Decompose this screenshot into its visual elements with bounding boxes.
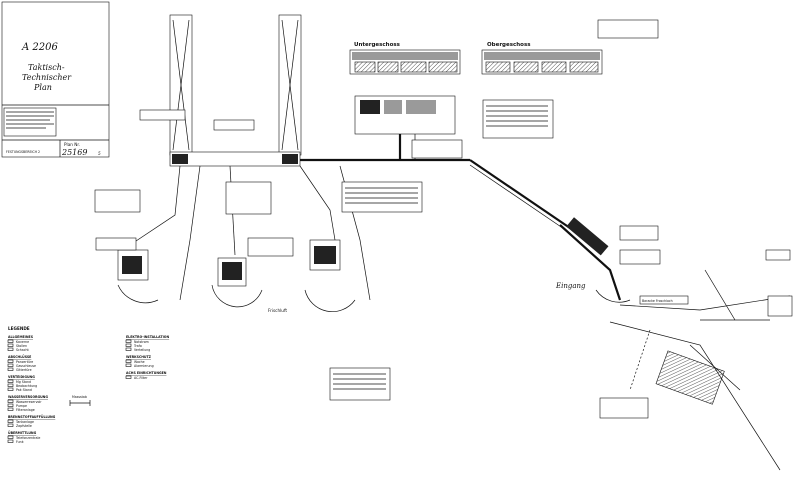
- legend-symbol: [7, 407, 14, 411]
- legend-symbol: [7, 367, 14, 371]
- legend-section-title: ACHS EINRICHTUNGEN: [126, 371, 167, 375]
- legend-symbol: [125, 343, 132, 347]
- legend-section-title: WERKSCHUTZ: [126, 355, 152, 359]
- plan-sheet: 5: [98, 151, 101, 156]
- legend-symbol: [125, 359, 132, 363]
- legend-symbol: [7, 379, 14, 383]
- legend-item: Schacht: [16, 348, 30, 352]
- legend-section-title: ALLGEMEINES: [8, 335, 34, 339]
- lower-floor-plan: Untergeschoss: [349, 42, 461, 135]
- legend-symbol: [7, 419, 14, 423]
- legend-symbol: [7, 339, 14, 343]
- legend-item: Panzertüre: [16, 360, 33, 364]
- legend-symbol: [125, 347, 132, 351]
- site-roads: [599, 249, 793, 471]
- legend-section-title: WASSERVERSORGUNG: [8, 395, 48, 399]
- main-gallery: [169, 96, 571, 234]
- plan-title-line3: Plan: [33, 83, 52, 92]
- legend-symbol: [7, 387, 14, 391]
- legend-item: Wasserreservoir: [16, 400, 42, 404]
- title-block-notes: [6, 111, 54, 129]
- entrance-label: Eingang: [555, 282, 586, 290]
- barracks-label: Baracke Froschloch: [642, 299, 673, 303]
- legend-section-title: ABSCHLÜSSE: [8, 354, 31, 359]
- legend-heading: LEGENDE: [8, 326, 30, 331]
- legend-item: Wache: [134, 360, 145, 364]
- legend-symbol: [7, 403, 14, 407]
- legend-symbol: [7, 399, 14, 403]
- bunker-emplacements: Frischluft: [117, 239, 356, 313]
- plan-no-label: Plan Nr.: [64, 142, 80, 147]
- plan-title-line1: Taktisch-: [28, 63, 65, 72]
- legend-item: Zapfstelle: [16, 424, 32, 428]
- title-block: A 2206 Taktisch- Technischer Plan Plan N…: [1, 1, 110, 158]
- legend-item: Stollen: [16, 344, 27, 348]
- legend-symbol: [7, 383, 14, 387]
- legend-column-1: ALLGEMEINESKaverneStollenSchachtABSCHLÜS…: [7, 335, 56, 444]
- legend-item: Alarmierung: [134, 364, 154, 368]
- legend-symbol: [7, 363, 14, 367]
- vertical-shafts: [169, 14, 302, 156]
- legend-item: Filteranlage: [16, 408, 35, 412]
- bunker-center: [211, 257, 263, 308]
- classification-label: FESTUNGSBEREICH 2: [6, 150, 40, 154]
- legend-item: Tankanlage: [15, 420, 34, 424]
- legend-item: AC-Filter: [134, 376, 148, 380]
- legend-item: Notstrom: [134, 340, 149, 344]
- legend-item: Funk: [16, 440, 24, 444]
- legend-symbol: [7, 347, 14, 351]
- bunker-west: [117, 249, 159, 304]
- legend-symbol: [7, 439, 14, 443]
- legend-item: Mg Stand: [16, 380, 31, 384]
- info-callouts: [94, 19, 659, 401]
- legend-section-title: VERTEIDIGUNG: [8, 375, 35, 379]
- legend-symbol: [7, 343, 14, 347]
- plan-code: A 2206: [21, 42, 58, 53]
- legend-item: Gittertüre: [16, 368, 32, 372]
- legend-item: Kaverne: [16, 340, 29, 344]
- airshaft-label: Frischluft: [268, 308, 287, 313]
- legend-section-title: ELEKTRO-INSTALLATION: [126, 335, 169, 339]
- legend-symbol: [125, 375, 132, 379]
- legend-item: Trafo: [133, 344, 142, 348]
- legend: LEGENDE ALLGEMEINESKaverneStollenSchacht…: [7, 326, 169, 444]
- bunker-east: [304, 239, 356, 312]
- legend-item: Verteilung: [134, 348, 150, 352]
- plan-number: 25169: [61, 148, 87, 157]
- legend-section-title: BRENNSTOFFAUFFÜLLUNG: [8, 414, 56, 419]
- entrance-area: Eingang Baracke Froschloch: [555, 217, 689, 305]
- legend-item: Telefonzentrale: [15, 436, 40, 440]
- upper-floor-plan: Obergeschoss: [481, 42, 603, 75]
- callout-text-lines: [333, 105, 548, 390]
- legend-symbol: [125, 363, 132, 367]
- legend-item: Beobachtung: [16, 384, 37, 388]
- legend-item: Pumpe: [16, 404, 27, 408]
- lower-floor-title: Untergeschoss: [354, 42, 401, 48]
- upper-floor-title: Obergeschoss: [487, 42, 531, 48]
- legend-symbol: [7, 423, 14, 427]
- legend-section-title: ÜBERMITTLUNG: [8, 430, 37, 435]
- legend-column-2: ELEKTRO-INSTALLATIONNotstromTrafoVerteil…: [125, 335, 169, 380]
- legend-symbol: [7, 435, 14, 439]
- plan-title-line2: Technischer: [22, 73, 72, 82]
- scale-label: Massstab: [72, 395, 87, 399]
- legend-symbol: [125, 339, 132, 343]
- legend-item: Gasschleuse: [16, 364, 36, 368]
- legend-symbol: [7, 359, 14, 363]
- legend-item: Pak Stand: [16, 388, 32, 392]
- scale-bar: Massstab: [69, 395, 91, 406]
